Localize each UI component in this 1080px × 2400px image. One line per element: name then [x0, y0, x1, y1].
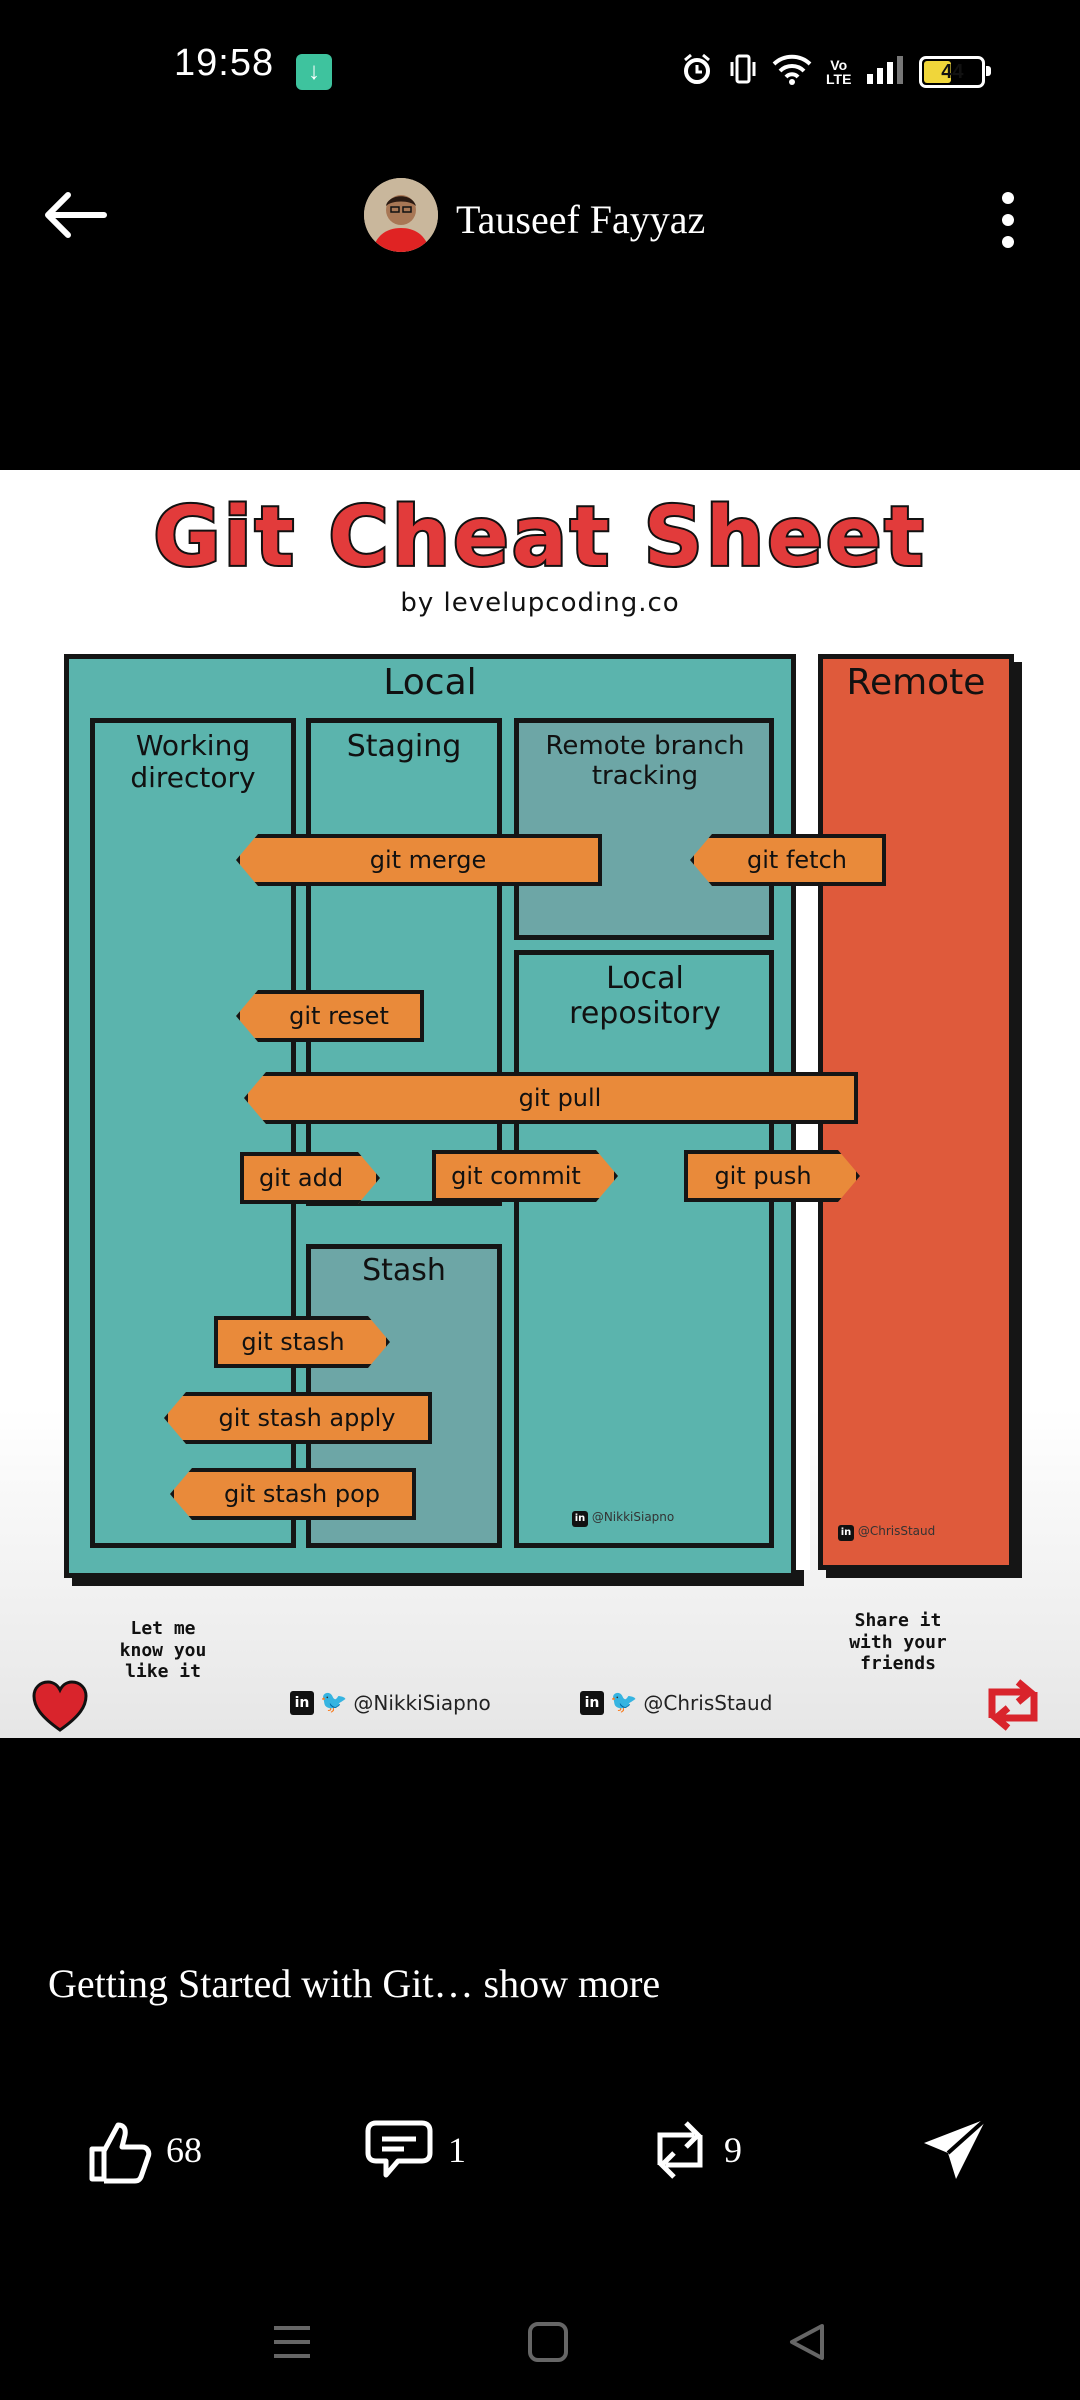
- battery-level: 44: [941, 60, 964, 83]
- back-button[interactable]: [30, 180, 120, 250]
- twitter-icon: 🐦: [320, 1690, 348, 1715]
- show-more-link[interactable]: show more: [473, 1961, 661, 2006]
- footer-credit-1: in 🐦 @NikkiSiapno: [290, 1690, 491, 1715]
- git-fetch-arrow: git fetch: [690, 834, 886, 886]
- linkedin-icon: in: [572, 1510, 588, 1527]
- staging-area: [306, 718, 502, 1206]
- system-back-button[interactable]: [776, 2312, 836, 2372]
- footer-credit-2: in 🐦 @ChrisStaud: [580, 1690, 772, 1715]
- post-image[interactable]: Git Cheat Sheet by levelupcoding.co: [0, 470, 1080, 1738]
- caption-text: Getting Started with Git…: [48, 1961, 474, 2006]
- repost-icon-small: [988, 1679, 1038, 1731]
- repost-button[interactable]: 9: [650, 2100, 742, 2200]
- git-reset-arrow: git reset: [236, 990, 424, 1042]
- battery-icon: 44: [919, 56, 992, 88]
- sheet-subtitle: by levelupcoding.co: [400, 588, 680, 618]
- send-icon: [924, 2117, 988, 2179]
- comment-icon: [365, 2120, 433, 2178]
- repost-count: 9: [724, 2130, 742, 2170]
- back-triangle-icon: [790, 2324, 824, 2360]
- inner-credit-right: in @ChrisStaud: [838, 1524, 935, 1541]
- footer-credit-1-text: @NikkiSiapno: [353, 1690, 491, 1715]
- inner-credit-right-text: @ChrisStaud: [857, 1524, 936, 1538]
- git-pull-arrow: git pull: [244, 1072, 858, 1124]
- send-button[interactable]: [920, 2100, 990, 2200]
- remote-label: Remote: [846, 662, 986, 703]
- stash-label: Stash: [362, 1253, 446, 1288]
- working-directory-label: Working directory: [130, 729, 256, 795]
- author-name[interactable]: Tauseef Fayyaz: [456, 197, 706, 242]
- local-repository-label: Local repository: [569, 961, 721, 1031]
- alarm-icon: [680, 52, 714, 92]
- comment-button[interactable]: 1: [364, 2100, 466, 2200]
- footer-credit-2-text: @ChrisStaud: [643, 1690, 773, 1715]
- git-commit-arrow: git commit: [432, 1150, 618, 1202]
- linkedin-icon: in: [580, 1690, 604, 1715]
- linkedin-icon: in: [290, 1690, 314, 1715]
- remote-branch-tracking-area: [514, 718, 774, 940]
- signal-icon: [865, 52, 905, 92]
- git-stash-apply-arrow: git stash apply: [164, 1392, 432, 1444]
- avatar[interactable]: [364, 178, 438, 252]
- back-arrow-icon: [45, 192, 107, 238]
- status-time: 19:58: [174, 42, 275, 84]
- local-repository-area: [514, 950, 774, 1548]
- download-icon: ↓: [296, 54, 332, 90]
- git-push-arrow: git push: [684, 1150, 860, 1202]
- wifi-icon: [772, 52, 812, 92]
- home-square-icon: [528, 2322, 568, 2362]
- comment-count: 1: [448, 2130, 466, 2170]
- post-caption[interactable]: Getting Started with Git… show more: [48, 1960, 660, 2007]
- local-label: Local: [383, 662, 477, 703]
- inner-credit-left-text: @NikkiSiapno: [591, 1510, 675, 1524]
- more-vertical-icon: [1002, 192, 1014, 204]
- staging-label: Staging: [346, 729, 462, 764]
- twitter-icon: 🐦: [610, 1690, 638, 1715]
- remote-branch-tracking-label: Remote branch tracking: [545, 731, 745, 791]
- git-stash-pop-arrow: git stash pop: [170, 1468, 416, 1520]
- more-options-button[interactable]: [980, 180, 1036, 260]
- git-add-arrow: git add: [240, 1152, 380, 1204]
- home-button[interactable]: [518, 2312, 578, 2372]
- repost-icon: [657, 2121, 703, 2179]
- like-button[interactable]: 68: [86, 2100, 202, 2200]
- menu-icon: [274, 2326, 310, 2358]
- sheet-title: Git Cheat Sheet: [151, 488, 927, 587]
- thumbs-up-icon: [89, 2122, 152, 2184]
- recents-button[interactable]: [262, 2312, 322, 2372]
- inner-credit-left: in @NikkiSiapno: [572, 1510, 674, 1527]
- vibrate-icon: [728, 52, 758, 92]
- heart-icon: [32, 1680, 88, 1732]
- git-stash-arrow: git stash: [214, 1316, 390, 1368]
- git-merge-arrow: git merge: [236, 834, 602, 886]
- like-note: Let me know you like it: [119, 1618, 207, 1683]
- share-note: Share it with your friends: [849, 1610, 947, 1675]
- like-count: 68: [166, 2130, 202, 2170]
- linkedin-icon: in: [838, 1524, 854, 1541]
